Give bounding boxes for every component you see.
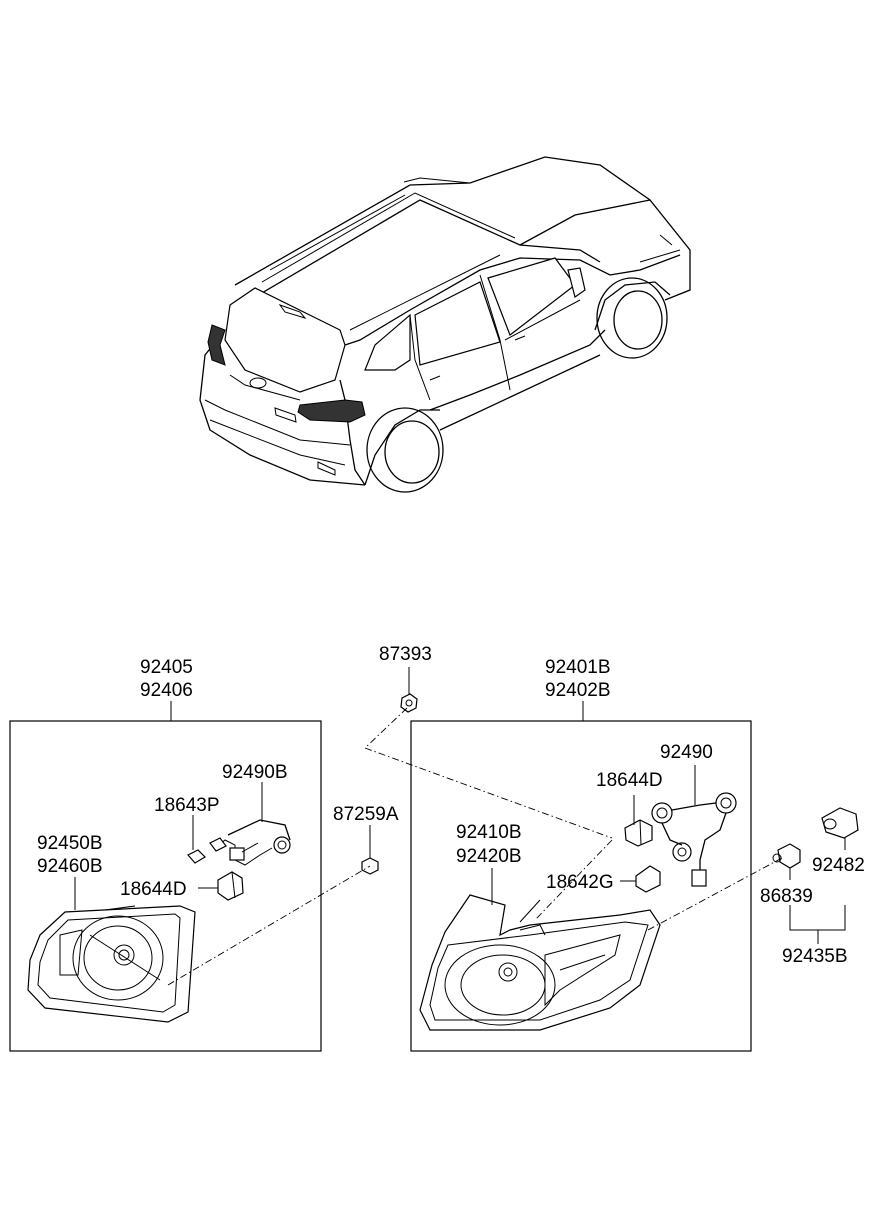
label-92450b: 92450B bbox=[37, 833, 103, 854]
vehicle-illustration bbox=[199, 156, 691, 493]
part-labels: 92405 92406 87393 92401B 92402B 92490B 9… bbox=[37, 644, 865, 967]
label-92410b: 92410B bbox=[456, 822, 522, 843]
inner-lamp-assembly bbox=[27, 905, 196, 1023]
grommet-87259a bbox=[361, 825, 379, 875]
bulb-18642g bbox=[635, 865, 661, 893]
nut-87393 bbox=[400, 667, 418, 713]
leader-92435b bbox=[789, 905, 846, 944]
outer-lamp-group bbox=[410, 701, 752, 1052]
label-92402b: 92402B bbox=[545, 680, 611, 701]
connection-lines bbox=[167, 707, 783, 986]
label-86839: 86839 bbox=[760, 886, 813, 907]
label-92420b: 92420B bbox=[456, 846, 522, 867]
label-92482: 92482 bbox=[812, 855, 865, 876]
bulb-18643p bbox=[187, 837, 227, 864]
outer-lamp-box bbox=[410, 720, 752, 1052]
label-92460b: 92460B bbox=[37, 856, 103, 877]
bulb-86839 bbox=[772, 843, 801, 880]
label-18642g: 18642G bbox=[546, 872, 614, 893]
inner-lamp-group bbox=[9, 701, 322, 1052]
label-18643p: 18643P bbox=[154, 795, 220, 816]
label-92490: 92490 bbox=[660, 742, 713, 763]
label-92435b: 92435B bbox=[782, 946, 848, 967]
label-92406: 92406 bbox=[140, 680, 193, 701]
label-92405: 92405 bbox=[140, 657, 193, 678]
bulb-18644d-left bbox=[217, 871, 244, 901]
label-92401b: 92401B bbox=[545, 657, 611, 678]
label-92490b: 92490B bbox=[222, 762, 288, 783]
socket-92482 bbox=[821, 807, 859, 850]
bulb-18644d-right bbox=[624, 819, 653, 847]
inner-lamp-box bbox=[9, 720, 322, 1052]
label-18644d-right: 18644D bbox=[596, 770, 663, 791]
label-87259a: 87259A bbox=[333, 804, 399, 825]
label-18644d-left: 18644D bbox=[120, 879, 187, 900]
label-87393: 87393 bbox=[379, 644, 432, 665]
socket-wire-92490b bbox=[214, 819, 291, 866]
outer-lamp-assembly bbox=[419, 894, 661, 1031]
wire-harness-92490 bbox=[651, 792, 737, 887]
